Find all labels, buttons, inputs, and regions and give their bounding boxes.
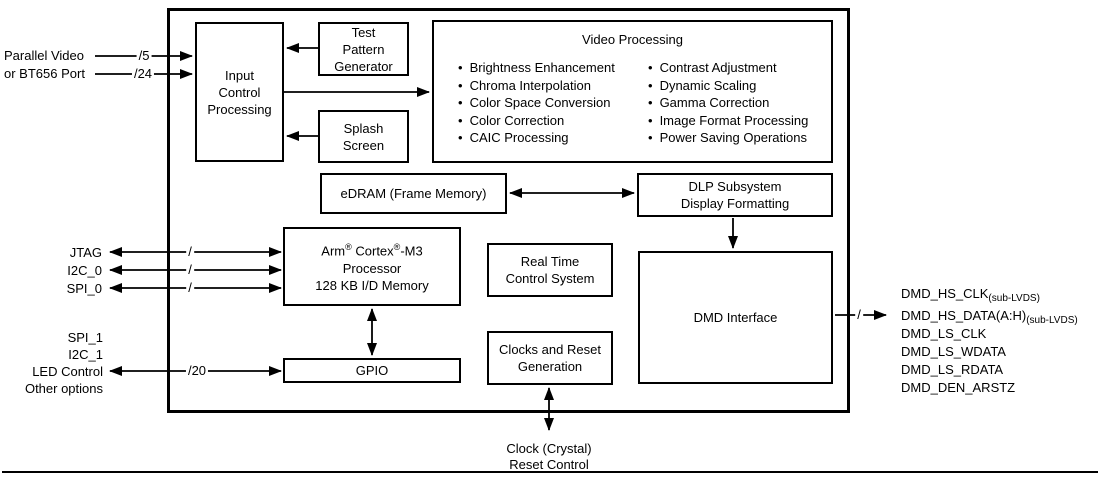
block-label-line: Input: [225, 67, 254, 83]
block-label-line: GPIO: [355, 363, 389, 378]
clocks-and-reset-generation-block: Clocks and Reset Generation: [487, 331, 613, 385]
gpio-port-labels: SPI_1 I2C_1 LED Control Other options: [0, 329, 103, 397]
block-label-line: DLP Subsystem: [688, 179, 782, 194]
block-label-line: Generator: [334, 58, 393, 74]
real-time-control-system-block: Real Time Control System: [487, 243, 613, 297]
signal-dmd-hs-data: DMD_HS_DATA(A:H)(sub-LVDS): [901, 308, 1078, 326]
signal-dmd-ls-wdata: DMD_LS_WDATA: [901, 344, 1006, 359]
bus-slash-i2c0: /: [186, 262, 194, 277]
signal-dmd-hs-clk: DMD_HS_CLK(sub-LVDS): [901, 286, 1040, 304]
parallel-video-input-label: Parallel Video or BT656 Port: [4, 48, 85, 81]
block-label-line: Generation: [517, 359, 583, 374]
port-label-led-control: LED Control: [32, 364, 103, 379]
block-label-line: Control System: [505, 271, 595, 286]
block-label-line: Processing: [207, 101, 272, 117]
registered-mark: ®: [345, 242, 352, 253]
block-label-line: 128 KB I/D Memory: [315, 277, 429, 293]
block-label-line: Real Time: [520, 254, 580, 269]
block-label-line: Clocks and Reset: [499, 342, 601, 357]
block-label-line: eDRAM (Frame Memory): [340, 186, 487, 201]
block-label-line: Splash: [343, 120, 384, 136]
video-processing-block: Video Processing Brightness Enhancement …: [432, 20, 833, 163]
feature-item: Gamma Correction: [648, 94, 808, 112]
signal-dmd-ls-clk: DMD_LS_CLK: [901, 326, 987, 341]
splash-screen-block: Splash Screen: [318, 110, 409, 163]
edram-frame-memory-block: eDRAM (Frame Memory): [320, 173, 507, 214]
feature-item: CAIC Processing: [458, 129, 615, 147]
video-processing-feature-list-left: Brightness Enhancement Chroma Interpolat…: [458, 59, 615, 147]
gpio-block: GPIO: [283, 358, 461, 383]
video-processing-title: Video Processing: [582, 32, 683, 47]
dmd-interface-block: DMD Interface: [638, 251, 833, 384]
block-label-line: Pattern: [342, 41, 385, 57]
arm-cortex-m3-processor-block: Arm® Cortex®-M3 Processor 128 KB I/D Mem…: [283, 227, 461, 306]
feature-item: Dynamic Scaling: [648, 77, 808, 95]
feature-item: Image Format Processing: [648, 112, 809, 130]
block-label-line: Processor: [342, 260, 402, 276]
bus-width-label-20: /20: [185, 363, 209, 378]
bus-width-label-24: /24: [131, 66, 155, 81]
block-label-line: Screen: [342, 137, 385, 153]
block-label-line: DMD Interface: [693, 310, 778, 325]
port-label-i2c0: I2C_0: [67, 263, 102, 278]
bus-slash-spi0: /: [186, 280, 194, 295]
input-control-processing-block: Input Control Processing: [195, 22, 284, 162]
bus-width-label-5: /5: [136, 48, 152, 63]
feature-item: Color Correction: [458, 112, 615, 130]
bus-slash-dmd-data: /: [855, 307, 863, 322]
port-label-other-options: Other options: [24, 381, 103, 396]
feature-item: Power Saving Operations: [648, 129, 808, 147]
video-processing-feature-list-right: Contrast Adjustment Dynamic Scaling Gamm…: [648, 59, 809, 147]
page-divider-rule: [2, 471, 1098, 473]
signal-dmd-den-arstz: DMD_DEN_ARSTZ: [901, 380, 1016, 395]
feature-item: Brightness Enhancement: [458, 59, 615, 77]
feature-item: Chroma Interpolation: [458, 77, 615, 95]
sub-lvds-note: (sub-LVDS): [988, 293, 1040, 304]
feature-item: Contrast Adjustment: [648, 59, 808, 77]
clock-crystal-reset-label: Clock (Crystal) Reset Control: [506, 441, 592, 472]
host-port-labels: JTAG I2C_0 SPI_0: [0, 244, 102, 298]
registered-mark: ®: [393, 242, 401, 253]
dlp-subsystem-display-formatting-block: DLP Subsystem Display Formatting: [637, 173, 833, 217]
feature-item: Color Space Conversion: [458, 94, 615, 112]
port-label-i2c1: I2C_1: [68, 347, 103, 362]
block-label-line: Test: [351, 24, 376, 40]
block-label-line: Arm® Cortex®-M3: [321, 242, 423, 259]
bus-slash-jtag: /: [186, 244, 194, 259]
port-label-spi1: SPI_1: [67, 330, 103, 345]
block-label-line: Display Formatting: [680, 196, 790, 211]
test-pattern-generator-block: Test Pattern Generator: [318, 22, 409, 76]
port-label-jtag: JTAG: [69, 245, 102, 260]
port-label-spi0: SPI_0: [66, 281, 102, 296]
sub-lvds-note: (sub-LVDS): [1026, 315, 1078, 326]
block-label-line: Control: [218, 84, 261, 100]
signal-dmd-ls-rdata: DMD_LS_RDATA: [901, 362, 1004, 377]
